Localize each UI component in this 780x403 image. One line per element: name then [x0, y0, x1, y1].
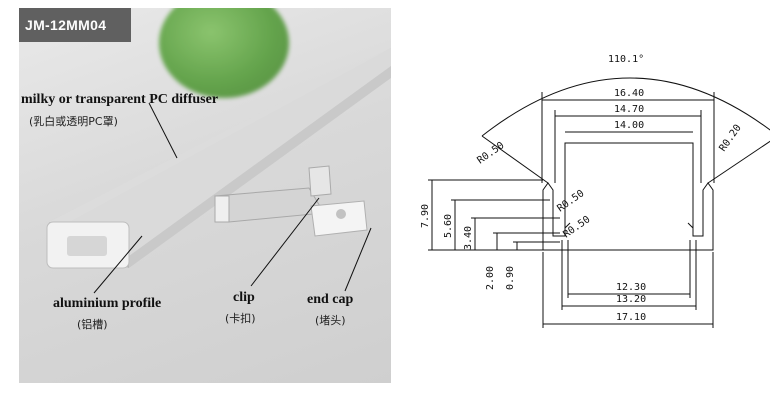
width-1: 16.40 [614, 88, 644, 99]
profile-illustration [46, 48, 391, 294]
height-2: 5.60 [443, 214, 454, 238]
width-3: 14.00 [614, 120, 644, 131]
clip-label-cn: (卡扣) [225, 312, 256, 325]
profile-label-cn: (铝槽) [77, 318, 108, 331]
radius-mid-1: R0.50 [555, 188, 586, 214]
radius-mid-2: R0.50 [561, 214, 592, 240]
bottom-width-2: 13.20 [616, 294, 646, 305]
clip-label: clip [233, 290, 255, 305]
angle-dim: 110.1° [608, 54, 644, 65]
diffuser-label-cn: (乳白或透明PC罩) [29, 115, 118, 128]
model-badge: JM-12MM04 [19, 8, 131, 42]
height-5: 0.90 [505, 266, 516, 290]
bottom-width-1: 12.30 [616, 282, 646, 293]
diffuser-label: milky or transparent PC diffuser [21, 92, 219, 107]
product-photo: JM-12MM04 milky or transparent PC diffus… [19, 8, 391, 383]
bottom-width-3: 17.10 [616, 312, 646, 323]
endcap-label: end cap [307, 292, 354, 307]
leaf-decoration [159, 8, 289, 98]
width-2: 14.70 [614, 104, 644, 115]
profile-label: aluminium profile [53, 296, 162, 311]
height-1: 7.90 [420, 204, 431, 228]
endcap-label-cn: (堵头) [315, 314, 346, 327]
height-3: 3.40 [463, 226, 474, 250]
radius-left: R0.50 [475, 140, 506, 166]
model-code: JM-12MM04 [25, 17, 107, 33]
technical-drawing: 110.1° 16.40 14.70 14.00 12.30 13.20 17.… [420, 54, 770, 328]
height-4: 2.00 [485, 266, 496, 290]
radius-right: R0.20 [717, 123, 743, 154]
